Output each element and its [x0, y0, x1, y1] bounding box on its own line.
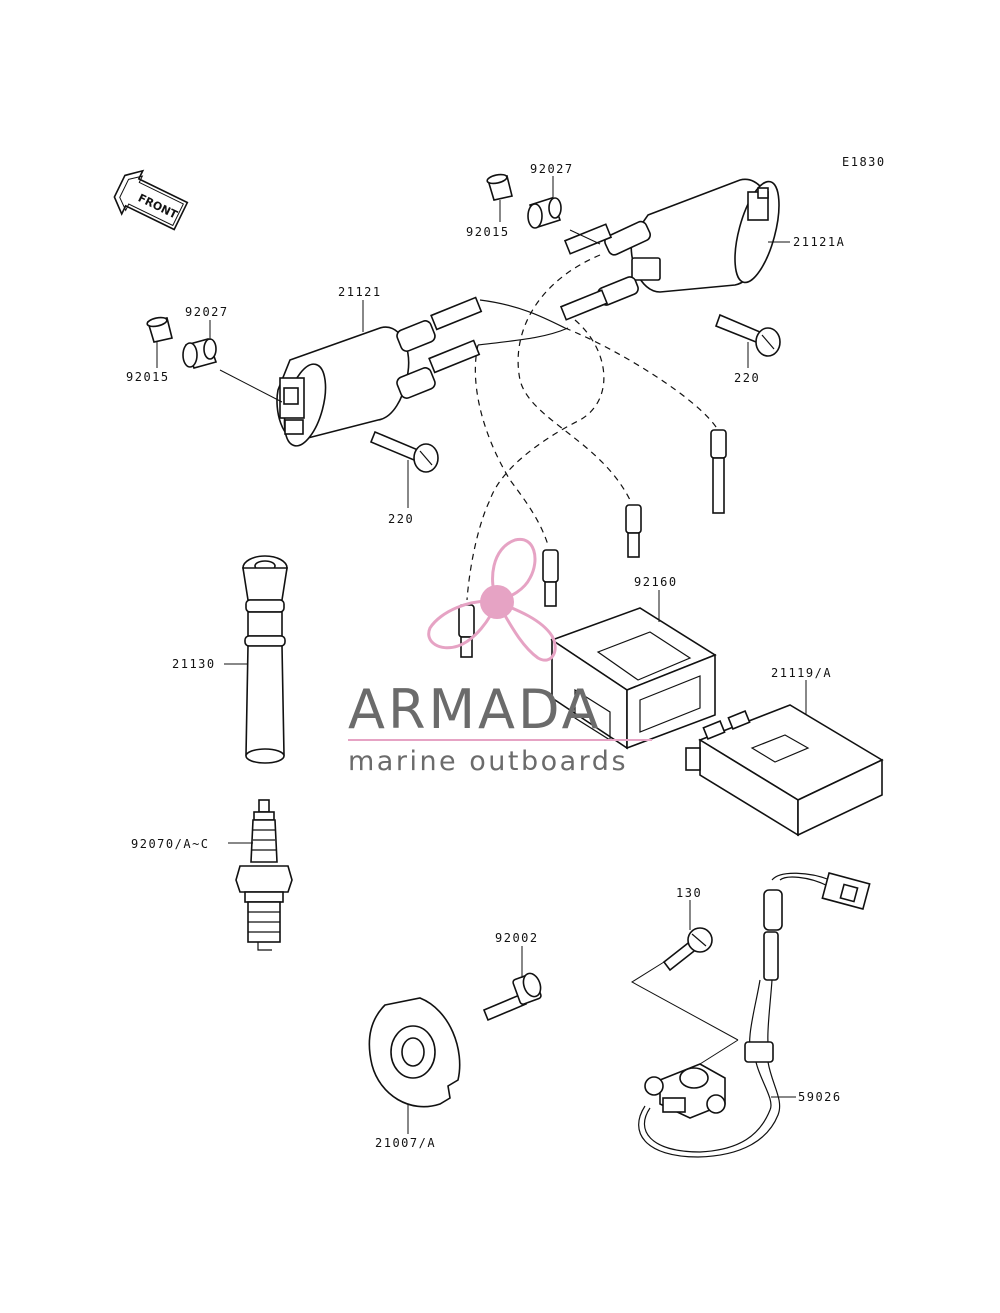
label-21007a: 21007/A [375, 1136, 436, 1150]
watermark: ARMADA marine outboards [348, 537, 652, 777]
label-92160: 92160 [634, 575, 678, 589]
diagram-code: E1830 [842, 155, 886, 169]
grommet-92015-top [486, 173, 513, 201]
part-labels: 92027 92015 21121A 92027 21121 92015 220… [126, 162, 845, 1150]
collar-92027-top [527, 197, 562, 229]
spark-plug-cap-21130 [242, 555, 288, 764]
label-21119a: 21119/A [771, 666, 832, 680]
ignition-wires [466, 254, 719, 601]
wiring-connector-92160 [550, 607, 717, 750]
watermark-tagline: marine outboards [348, 746, 628, 777]
bolt-220-left [369, 430, 439, 473]
timing-rotor-21007a [368, 997, 461, 1108]
leader-lines [156, 176, 807, 1134]
label-220-right: 220 [734, 371, 760, 385]
label-130: 130 [676, 886, 702, 900]
label-21130: 21130 [172, 657, 216, 671]
label-21121a: 21121A [793, 235, 845, 249]
label-92027-left: 92027 [185, 305, 229, 319]
bolt-220-right [714, 313, 781, 357]
grommet-92015-left [146, 316, 173, 343]
front-arrow-icon: FRONT [113, 169, 189, 231]
label-59026: 59026 [798, 1090, 842, 1104]
label-92015-top: 92015 [466, 225, 510, 239]
label-92002: 92002 [495, 931, 539, 945]
ic-igniter-21119a [685, 704, 884, 837]
ignition-coil-21121 [276, 296, 483, 447]
collar-92027-left [182, 338, 218, 369]
bolt-92002 [482, 972, 542, 1022]
propeller-logo-icon [427, 537, 557, 662]
label-21121: 21121 [338, 285, 382, 299]
pickup-coil-59026 [638, 872, 871, 1158]
ignition-coil-21121a [559, 178, 780, 321]
wire-end-caps [458, 429, 727, 658]
label-92015-left: 92015 [126, 370, 170, 384]
watermark-brand: ARMADA [348, 678, 602, 741]
label-92070: 92070/A~C [131, 837, 210, 851]
label-220-left: 220 [388, 512, 414, 526]
propeller-hub-icon [480, 585, 514, 619]
bolt-130 [662, 927, 713, 972]
label-92027-top: 92027 [530, 162, 574, 176]
spark-plug-92070 [235, 799, 293, 951]
